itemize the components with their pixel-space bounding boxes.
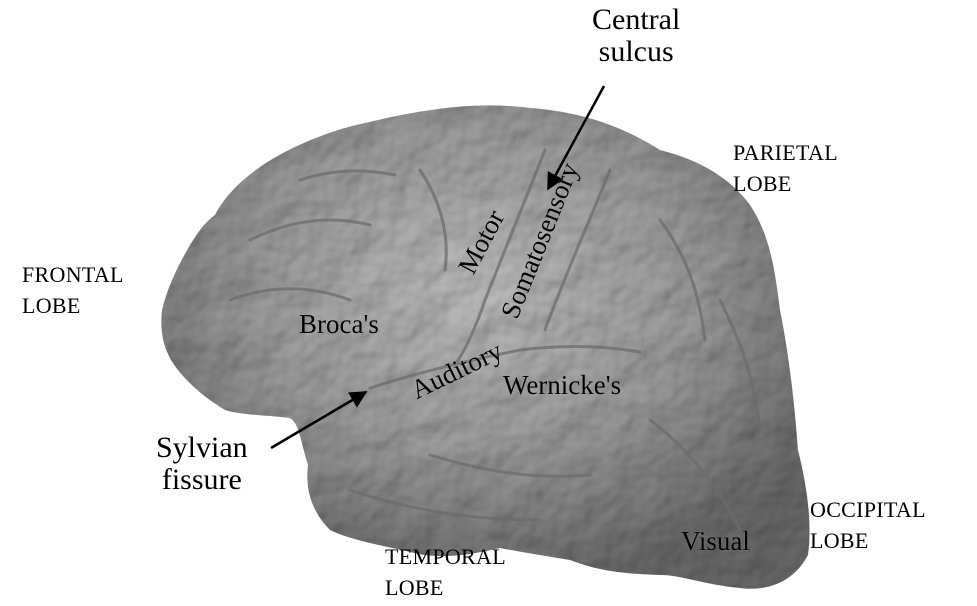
parietal-lobe-label-line1: PARIETAL [733,141,838,164]
occipital-lobe-label-line1: OCCIPITAL [810,498,926,521]
sylvian-fissure-label-line1: Sylvian [156,432,248,464]
temporal-lobe-label: TEMPORAL LOBE [385,545,506,599]
wernickes-area-label: Wernicke's [503,371,621,399]
central-sulcus-label-line1: Central [592,4,680,36]
temporal-lobe-label-line1: TEMPORAL [385,545,506,568]
occipital-lobe-label: OCCIPITAL LOBE [810,498,926,552]
parietal-lobe-label-line2: LOBE [733,172,838,195]
temporal-lobe-label-line2: LOBE [385,576,506,599]
brocas-area-label: Broca's [299,310,379,338]
sylvian-fissure-label: Sylvian fissure [156,432,248,495]
occipital-lobe-label-line2: LOBE [810,529,926,552]
central-sulcus-label: Central sulcus [592,4,680,67]
frontal-lobe-label-line2: LOBE [22,294,124,317]
sylvian-fissure-label-line2: fissure [156,464,248,496]
central-sulcus-label-line2: sulcus [592,36,680,68]
frontal-lobe-label-line1: FRONTAL [22,263,124,286]
visual-area-label: Visual [681,527,750,555]
frontal-lobe-label: FRONTAL LOBE [22,263,124,317]
parietal-lobe-label: PARIETAL LOBE [733,141,838,195]
